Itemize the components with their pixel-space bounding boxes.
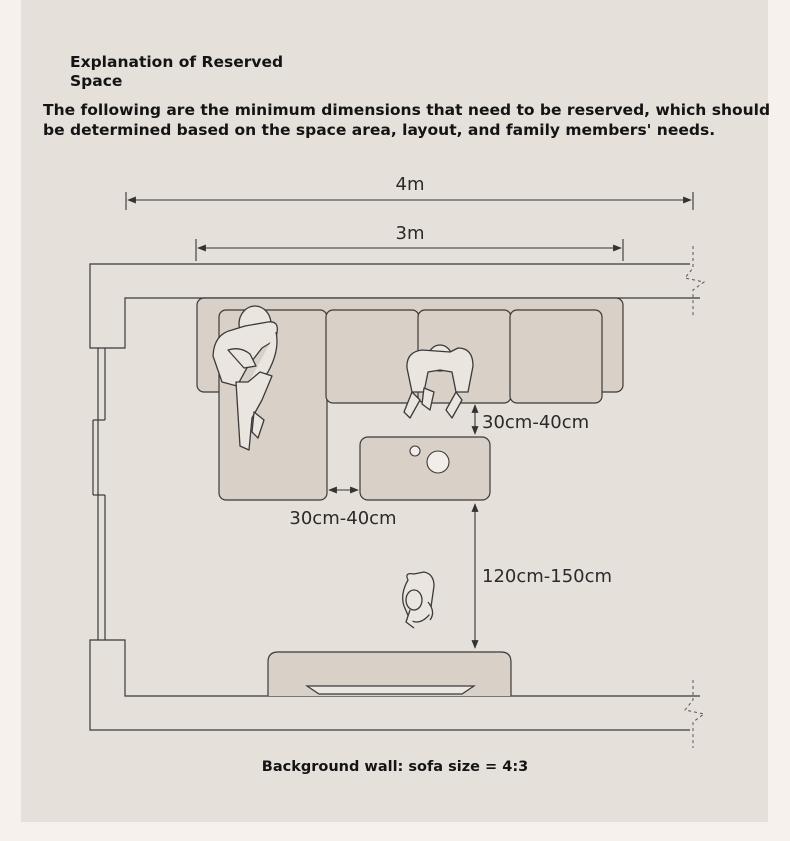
coffee-table [359,436,491,501]
dimension-4m-label: 4m [396,174,425,195]
dimension-3m [195,239,624,261]
dog-figure [402,571,435,629]
caption: Background wall: sofa size = 4:3 [261,759,529,775]
bottom-wall [89,639,700,731]
sectional-sofa [196,297,624,501]
sofa-to-table-gap-label: 30cm-40cm [482,412,589,433]
window [92,348,106,640]
person-seated-figure [403,344,474,419]
dimension-4m [125,192,694,210]
wall-break-lines [684,246,706,748]
tv-cabinet [267,651,512,696]
person-lounging-figure [212,305,278,451]
walkway-label: 120cm-150cm [482,566,612,587]
page-title: Explanation of Reserved Space [70,53,284,90]
table-side-gap-label: 30cm-40cm [289,508,396,529]
dimension-3m-label: 3m [396,223,425,244]
intro-text: The following are the minimum dimensions… [43,101,771,139]
